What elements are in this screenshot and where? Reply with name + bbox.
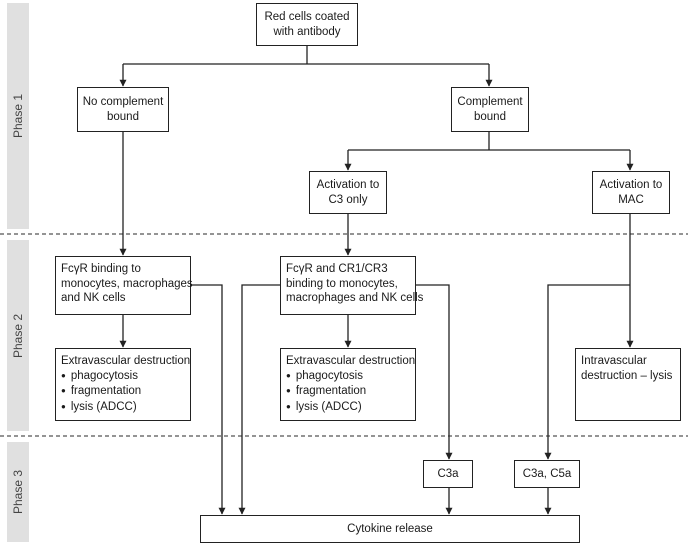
bullet-item: phagocytosis xyxy=(61,369,185,385)
node-title: Extravascular destruction xyxy=(286,355,416,367)
phase-3-bar xyxy=(7,442,29,542)
bullet-item: phagocytosis xyxy=(286,369,410,385)
node-text: destruction – lysis xyxy=(581,369,673,382)
phase-1-bar xyxy=(7,3,29,229)
node-text: Cytokine release xyxy=(347,522,433,535)
node-activation-c3: Activation to C3 only xyxy=(309,171,387,214)
node-text: Red cells coated xyxy=(264,11,350,23)
node-text: MAC xyxy=(618,193,644,206)
bullet-item: lysis (ADCC) xyxy=(61,400,185,416)
node-text: bound xyxy=(474,110,506,123)
node-no-complement: No complement bound xyxy=(77,87,169,132)
edge-fcgr-cr-to-cytokine xyxy=(238,284,280,515)
node-text: macrophages and NK cells xyxy=(286,292,424,304)
node-text: C3a, C5a xyxy=(522,467,572,480)
bullet-item: fragmentation xyxy=(286,384,410,400)
node-text: FcγR binding to xyxy=(61,263,141,275)
node-text: binding to monocytes, xyxy=(286,277,398,290)
node-text: and NK cells xyxy=(61,292,126,304)
node-text: bound xyxy=(107,110,139,123)
node-text: C3a xyxy=(437,467,459,480)
node-text: Intravascular xyxy=(581,355,647,367)
node-cytokine-release: Cytokine release xyxy=(200,515,580,543)
node-text: with antibody xyxy=(273,25,341,38)
node-activation-mac: Activation to MAC xyxy=(592,171,670,214)
phase-2-bar xyxy=(7,240,29,431)
edge-mac-to-c3a-c5a xyxy=(544,284,630,460)
node-text: Activation to xyxy=(599,179,663,191)
node-c3a: C3a xyxy=(423,460,473,488)
node-title: Extravascular destruction xyxy=(61,355,191,367)
node-complement-bound: Complement bound xyxy=(451,87,529,132)
edge-fcgr-to-cytokine xyxy=(191,284,226,515)
node-fcgr-cr-binding: FcγR and CR1/CR3 binding to monocytes, m… xyxy=(280,256,424,315)
node-c3a-c5a: C3a, C5a xyxy=(514,460,580,488)
node-red-cells: Red cells coated with antibody xyxy=(256,3,358,46)
node-extravascular-1: Extravascular destruction phagocytosis f… xyxy=(55,348,191,421)
node-text: monocytes, macrophages xyxy=(61,277,193,290)
bullet-item: lysis (ADCC) xyxy=(286,400,410,416)
node-intravascular: Intravascular destruction – lysis xyxy=(575,348,681,421)
node-text: FcγR and CR1/CR3 xyxy=(286,263,388,275)
node-fcgr-binding: FcγR binding to monocytes, macrophages a… xyxy=(55,256,193,315)
node-text: No complement xyxy=(82,96,164,108)
node-text: C3 only xyxy=(328,193,368,206)
edge-fcgr-cr-to-c3a xyxy=(416,284,453,460)
node-extravascular-2: Extravascular destruction phagocytosis f… xyxy=(280,348,416,421)
node-text: Complement xyxy=(457,96,523,108)
node-text: Activation to xyxy=(316,179,380,191)
bullet-item: fragmentation xyxy=(61,384,185,400)
